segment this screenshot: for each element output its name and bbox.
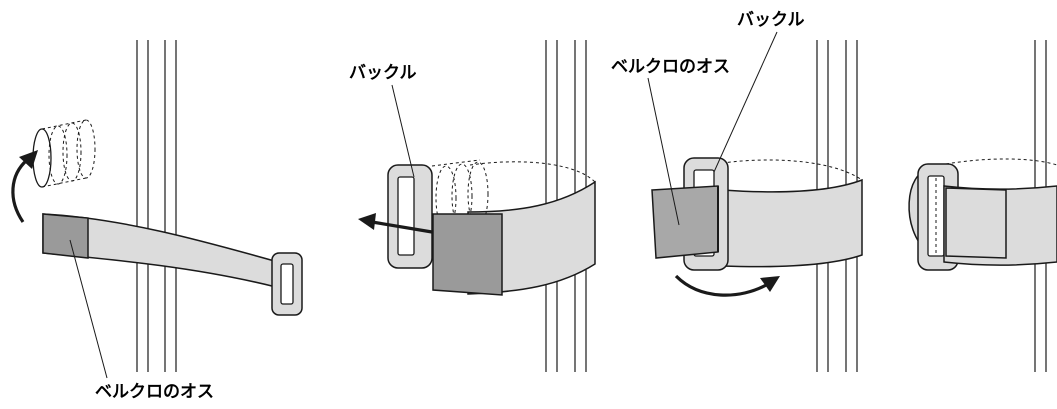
rotate-arrow-1 [11,150,38,223]
leader-3b [713,31,778,173]
velcro-flap-3 [651,185,719,259]
velcro-patch-1 [42,213,89,259]
roll-preview-1 [32,119,96,188]
loop-dashed-4 [939,158,1057,166]
loop-dashed-3 [709,159,863,181]
panel-4 [908,40,1057,372]
velcro-label-step1: ベルクロのオス [95,382,214,402]
strap-3 [721,178,863,268]
velcro-overlap-4 [945,187,1007,259]
velcro-patch-2 [432,213,503,296]
buckle-1 [271,252,303,316]
loop-dashed-2 [469,161,596,183]
pole-1 [136,40,177,372]
buckle-2 [387,164,433,269]
wrap-arrow-3 [674,274,780,297]
panel-1 [11,40,303,379]
pull-arrow-2 [358,213,433,234]
roll-preview-2 [431,159,489,231]
velcro-label-step3: ベルクロのオス [611,57,730,77]
panel-2 [358,40,596,372]
leader-1 [69,239,108,379]
leader-2 [391,84,415,178]
buckle-label-step2: バックル [349,63,417,83]
leader-3a [647,77,680,226]
panel-3 [647,31,863,372]
buckle-label-step3: バックル [737,10,805,30]
